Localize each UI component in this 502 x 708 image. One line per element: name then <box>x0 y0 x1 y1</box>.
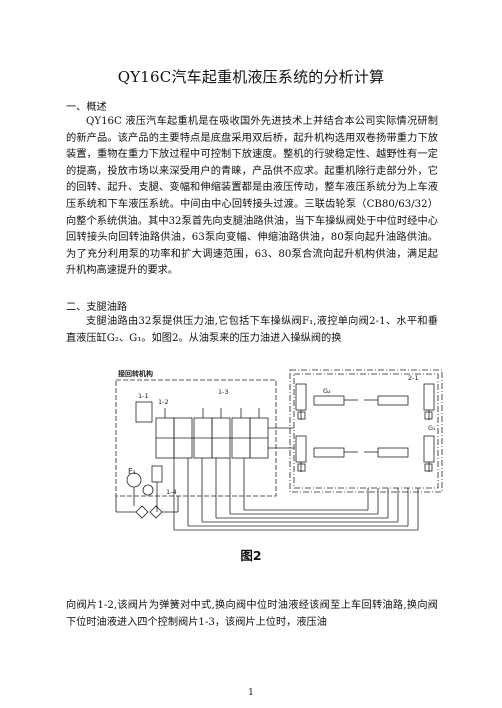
vertical-cylinder <box>295 435 307 463</box>
label-g1: G₁ <box>428 424 436 432</box>
continuation-paragraph: 向阀片1-2,该阀片为弹簧对中式,换向阀中位时油液经该阀至上车回转油路,换向阀下… <box>66 600 438 628</box>
section-heading-overview: 一、概述 <box>66 102 107 113</box>
outrigger-paragraph: 支腿油路由32泵提供压力油,它包括下车操纵阀F₁,液控单向阀2-1、水平和垂直液… <box>66 316 438 344</box>
filter-symbol <box>135 505 149 519</box>
horizontal-cylinder <box>313 447 345 458</box>
swivel-joint <box>135 401 153 423</box>
overview-paragraph: QY16C 液压汽车起重机是在吸收国外先进技术上并结合本公司实际情况研制的新产品… <box>66 116 438 277</box>
hydraulic-schematic-figure: 接回转机构 F₁ 1-1 1-2 1-3 1-4 2-1 G₂ G₁ <box>115 369 443 531</box>
label-1-2: 1-2 <box>158 398 169 406</box>
label-1-4: 1-4 <box>166 488 177 496</box>
label-1-1: 1-1 <box>138 392 149 400</box>
label-g2: G₂ <box>323 387 331 395</box>
vertical-cylinder <box>295 383 307 411</box>
label-1-3: 1-3 <box>218 388 229 396</box>
section-heading-outrigger: 二、支腿油路 <box>66 302 128 313</box>
valve-bank-outline <box>115 379 277 497</box>
cylinder-group-outline <box>289 369 443 493</box>
gauge-symbol <box>142 484 154 496</box>
label-2-1: 2-1 <box>408 374 419 382</box>
horizontal-cylinder <box>313 395 345 406</box>
page-number: 1 <box>248 688 254 698</box>
vertical-cylinder <box>423 383 435 411</box>
figure-caption: 图2 <box>240 548 262 563</box>
horizontal-cylinder <box>377 447 409 458</box>
horizontal-cylinder <box>377 395 409 406</box>
label-f1: F₁ <box>128 467 136 476</box>
vertical-cylinder <box>423 435 435 463</box>
page-title: QY16C汽车起重机液压系统的分析计算 <box>117 68 385 86</box>
label-swivel: 接回转机构 <box>118 369 153 378</box>
